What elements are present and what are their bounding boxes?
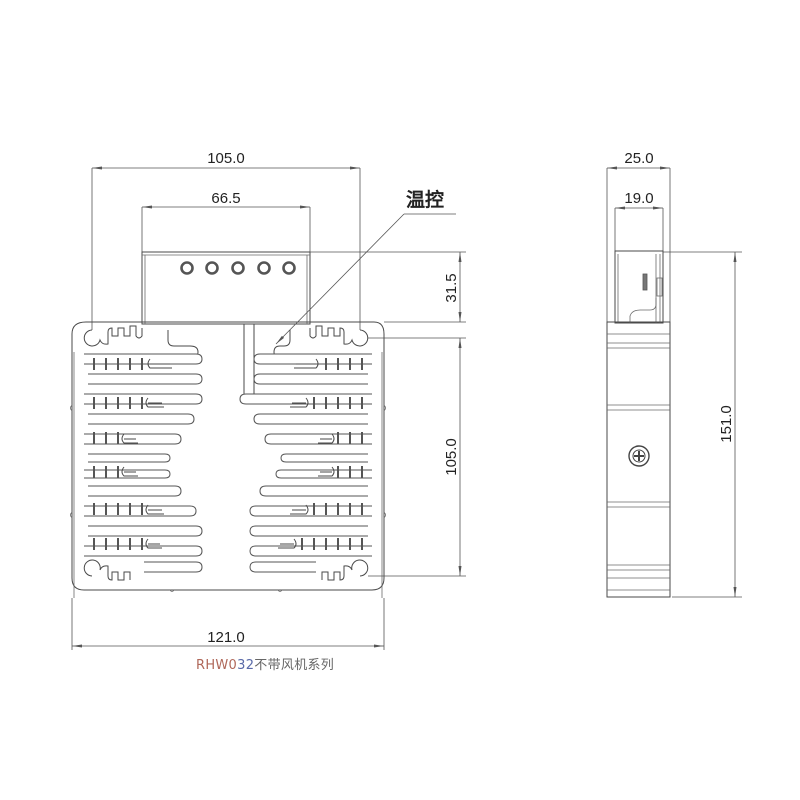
dim-label-19: 19.0 [624,190,653,207]
mounting-screw-icon [628,445,650,467]
thermostat-callout: 温控 [275,188,456,345]
dim-19: 19.0 [614,190,664,252]
dim-label-31-5: 31.5 [443,273,460,302]
model-prefix: RHW0 [196,658,238,673]
screw-icon [231,261,245,275]
dim-25: 25.0 [606,150,671,324]
heatsink-profile [70,321,386,598]
dim-105-horizontal: 105.0 [91,150,361,330]
model-suffix: 32 [237,658,255,673]
dim-label-66-5: 66.5 [211,190,240,207]
terminal-screws [180,261,296,275]
left-fins [84,353,203,573]
drawing-caption: RHW032不带风机系列 [196,654,334,673]
screw-icon [180,261,194,275]
dim-label-105-h: 105.0 [207,150,245,167]
dim-151: 151.0 [663,251,742,598]
series-description: 不带风机系列 [254,658,335,673]
dim-label-121: 121.0 [207,629,245,646]
heatsink-side [606,321,671,598]
dim-105-vertical: 105.0 [368,337,466,577]
dim-121: 121.0 [71,598,385,650]
screw-icon [257,261,271,275]
dim-66-5: 66.5 [141,190,311,252]
thermostat-label: 温控 [406,188,444,211]
side-view: 25.0 19.0 [606,150,742,598]
screw-icon [205,261,219,275]
right-fins [239,353,372,573]
dim-31-5: 31.5 [310,251,466,323]
screw-icon [282,261,296,275]
terminal-block [141,251,311,325]
terminal-block-side [614,250,664,324]
dim-label-105-v: 105.0 [443,438,460,476]
dim-label-151: 151.0 [718,405,735,443]
dim-label-25: 25.0 [624,150,653,167]
front-view: 105.0 66.5 [70,150,466,650]
